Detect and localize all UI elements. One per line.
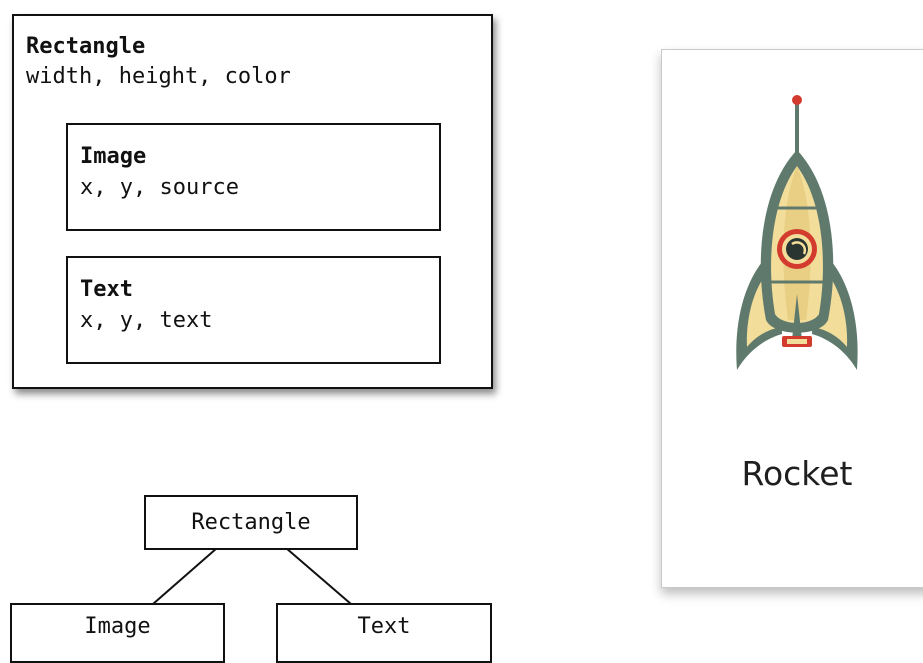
rocket-icon <box>736 95 858 370</box>
tree-node-text: Text <box>276 603 492 663</box>
text-object-properties: x, y, text <box>80 308 213 333</box>
rectangle-object-box: Rectangle width, height, color Image x, … <box>12 14 493 389</box>
rectangle-object-properties: width, height, color <box>26 64 291 89</box>
text-object-title: Text <box>80 277 133 302</box>
image-object-title: Image <box>80 144 147 169</box>
rocket-card: Rocket <box>661 49 923 588</box>
image-object-properties: x, y, source <box>80 175 239 200</box>
tree-edge-image <box>152 547 218 605</box>
tree-node-image: Image <box>10 603 225 663</box>
tree-node-rectangle: Rectangle <box>144 495 358 550</box>
rocket-label: Rocket <box>741 454 853 493</box>
rectangle-object-title: Rectangle <box>26 34 146 59</box>
text-object-box: Text x, y, text <box>66 256 441 364</box>
image-object-box: Image x, y, source <box>66 123 441 231</box>
tree-edge-text <box>285 547 352 605</box>
